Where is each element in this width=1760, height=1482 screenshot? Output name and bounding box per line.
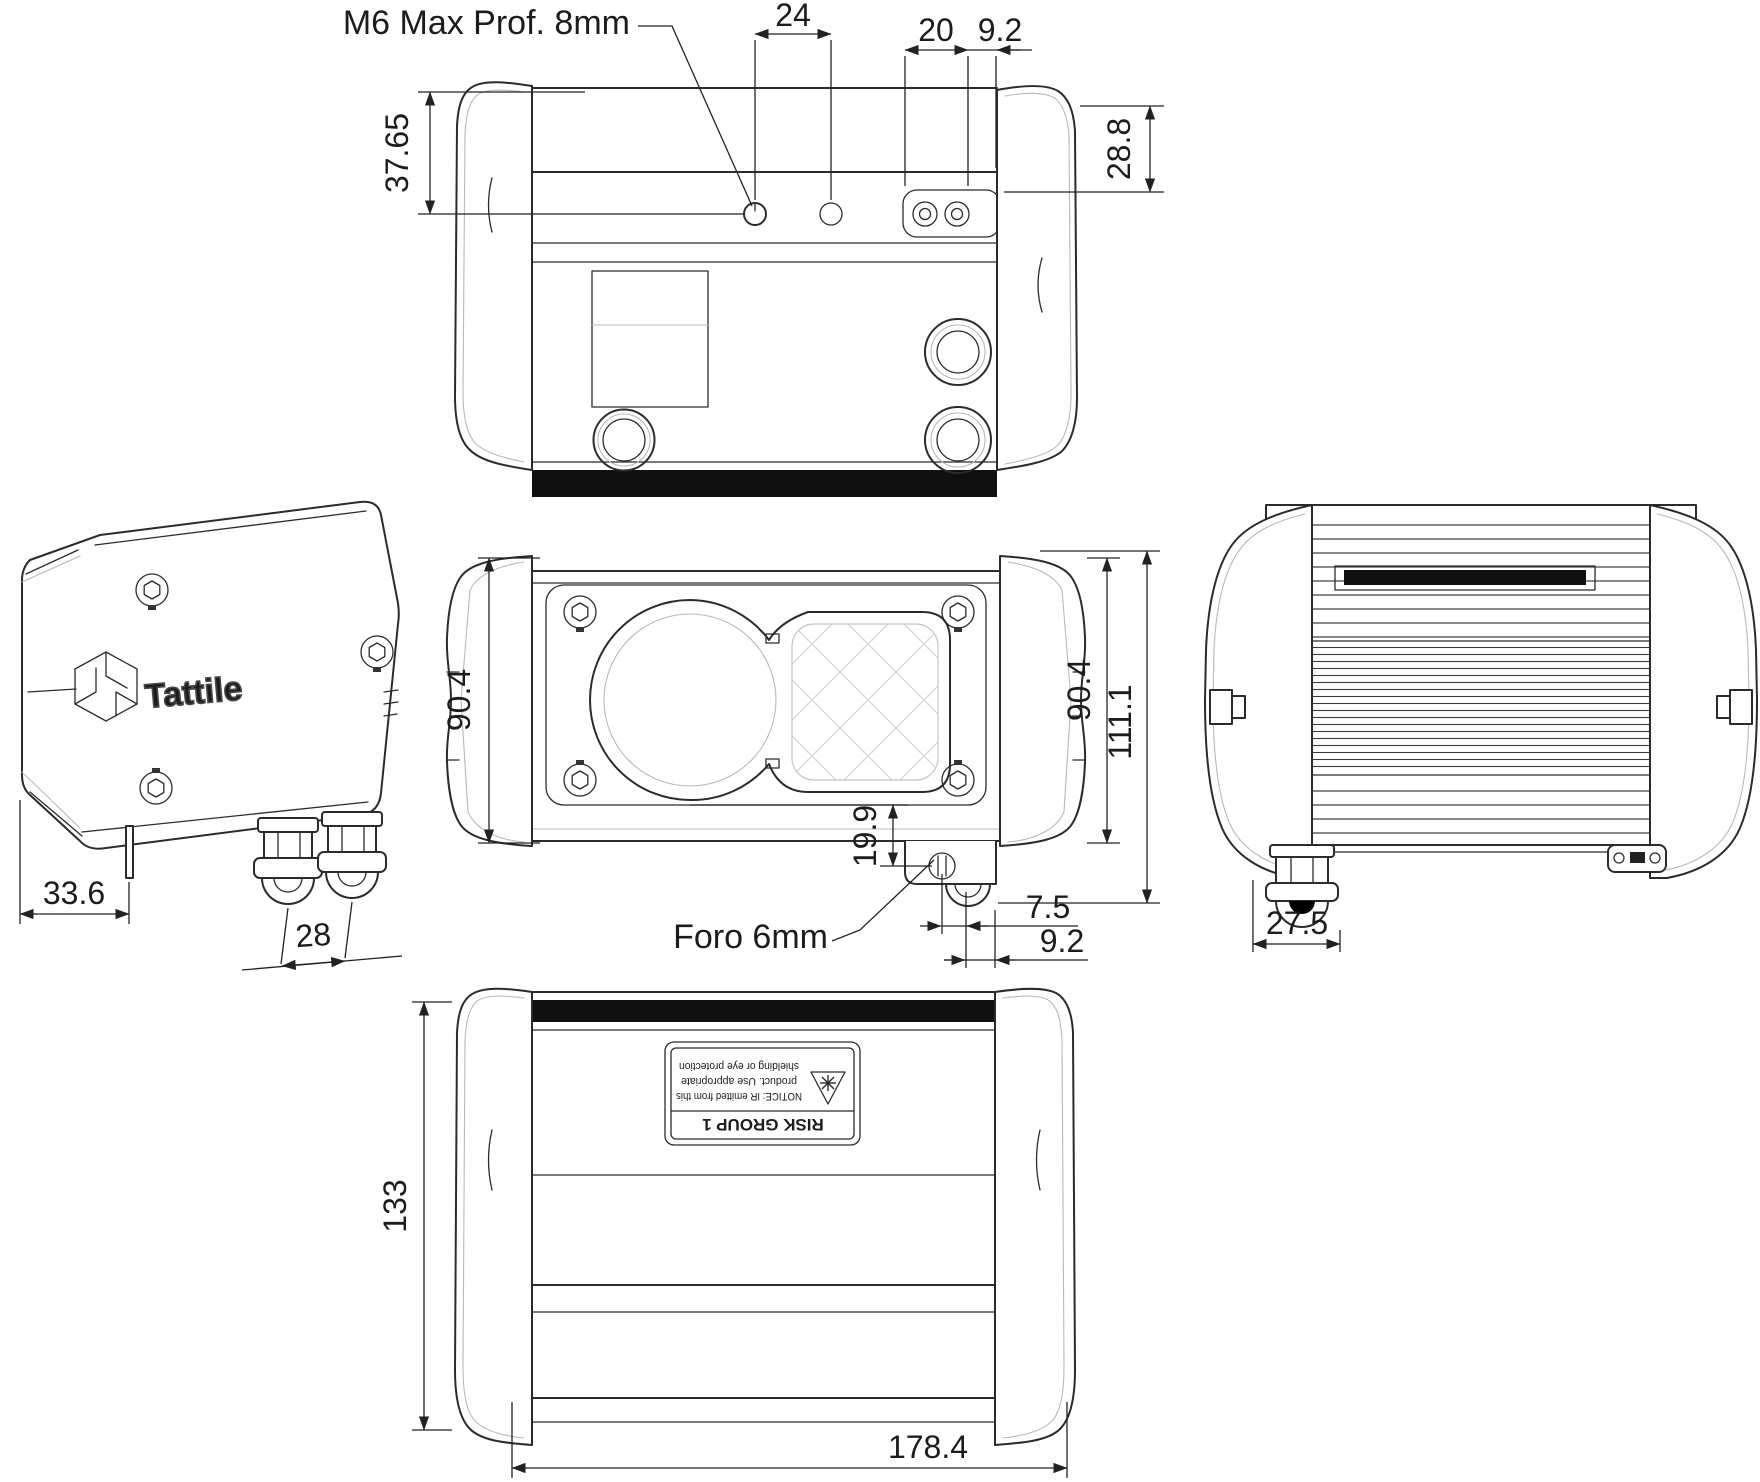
dim-top-cap-depth: 28.8 — [1101, 118, 1137, 180]
ir-warning-icon — [810, 1071, 846, 1105]
top-slot-recess — [1334, 565, 1596, 591]
m6-callout: M6 Max Prof. 8mm — [343, 4, 630, 42]
visor-bracket — [904, 841, 997, 885]
right-view-gland — [1265, 844, 1339, 928]
right-view-left-nub — [1209, 689, 1246, 725]
top-gland-right-lower — [924, 406, 992, 474]
top-bracket-hole1-inner — [918, 207, 932, 221]
bottom-view-left-endcap — [454, 987, 533, 1446]
notice-line2: product. Use appropriate — [681, 1075, 797, 1087]
top-view — [454, 81, 1078, 497]
dim-bottom-length: 178.4 — [888, 1429, 968, 1465]
tattile-logo: Tattile — [27, 651, 245, 722]
dim-front-height-left: 90.4 — [441, 669, 477, 731]
top-view-label-recess — [591, 270, 709, 408]
top-bracket-hole2 — [944, 201, 970, 227]
right-view-connector — [1607, 844, 1667, 873]
lens-waist-notch-bottom — [765, 758, 780, 769]
risk-group-text: RISK GROUP 1 — [702, 1115, 824, 1134]
bottom-gasket-band — [532, 1000, 995, 1022]
left-view-gland-rear — [317, 811, 387, 899]
tattile-logo-text: Tattile — [143, 670, 244, 716]
right-view-dimensions: 27.5 — [1252, 880, 1341, 952]
dim-front-visor-hole-x: 7.5 — [1026, 889, 1070, 925]
dim-front-visor-hole-y: 9.2 — [1040, 923, 1084, 959]
dim-left-pin-offset: 33.6 — [43, 875, 105, 911]
dim-bottom-depth: 133 — [377, 1179, 413, 1232]
front-gland-dome — [945, 883, 991, 907]
dim-top-hole-spacing: 24 — [775, 0, 811, 33]
top-view-right-endcap-arc — [1037, 257, 1043, 313]
front-view — [445, 555, 1087, 907]
bottom-view-right-endcap — [994, 987, 1076, 1446]
ir-warning-label: RISK GROUP 1 NOTICE: IR emitted from thi… — [664, 1041, 861, 1146]
heatsink-fins-lower — [1268, 780, 1694, 840]
right-side-view — [1204, 504, 1758, 928]
left-view-dimensions: 33.6 28 — [19, 800, 403, 971]
ir-illuminator-window — [791, 623, 939, 781]
right-view-left-endcap — [1204, 504, 1313, 879]
dim-left-gland-spacing: 28 — [294, 916, 332, 954]
right-view-right-endcap — [1649, 504, 1758, 879]
dim-right-gland-width: 27.5 — [1266, 905, 1328, 941]
m6-hole-right — [819, 202, 843, 226]
right-view-right-nub — [1716, 689, 1753, 725]
foro-leader-line — [831, 859, 935, 942]
front-screw-top-left — [563, 595, 597, 633]
top-bracket-hole2-inner — [950, 207, 964, 221]
top-bracket-hole1 — [912, 201, 938, 227]
front-right-endcap — [999, 555, 1087, 847]
notice-line1: NOTICE: IR emitted from this — [676, 1090, 802, 1102]
top-view-left-endcap — [454, 81, 533, 471]
left-view-body — [21, 500, 400, 850]
front-view-dimensions: 90.4 90.4 111.1 19.9 Foro 6mm 7.5 9.2 — [441, 550, 1160, 968]
dim-front-height-right: 90.4 — [1061, 659, 1097, 721]
foro-callout: Foro 6mm — [673, 918, 828, 956]
heatsink-fins-core — [1268, 645, 1694, 772]
top-view-right-endcap — [996, 85, 1078, 471]
dim-top-holes-depth: 37.65 — [379, 113, 415, 193]
dim-top-bracket-width: 20 — [918, 12, 954, 48]
bottom-view: RISK GROUP 1 NOTICE: IR emitted from thi… — [454, 987, 1076, 1446]
m6-leader-line — [638, 25, 753, 207]
notice-line3: shielding or eye protection — [679, 1060, 799, 1072]
bottom-view-dimensions: 133 178.4 — [377, 1001, 1068, 1478]
left-side-view: Tattile — [21, 500, 400, 905]
top-view-right-endcap-inner — [1004, 92, 1072, 465]
top-view-left-endcap-arc — [487, 177, 493, 233]
dim-top-bracket-edge: 9.2 — [978, 12, 1022, 48]
left-view-pin — [125, 825, 134, 879]
top-gland-right-upper — [924, 318, 992, 386]
top-view-dimensions: M6 Max Prof. 8mm 24 20 9.2 37.65 28.8 — [343, 0, 1164, 215]
dim-front-visor-drop: 19.9 — [847, 805, 883, 867]
dim-front-overall-height: 111.1 — [1102, 684, 1138, 759]
camera-lens-opening — [603, 613, 777, 787]
lens-waist-notch-top — [765, 633, 780, 644]
left-view-gland-front — [253, 817, 323, 905]
top-gland-left — [592, 408, 656, 472]
top-view-gasket-band — [532, 470, 997, 497]
top-slot-strip — [1344, 570, 1586, 585]
front-screw-bottom-left — [563, 759, 597, 797]
tattile-logo-icon — [74, 651, 138, 722]
lens-and-ir-window-outline — [589, 599, 951, 802]
